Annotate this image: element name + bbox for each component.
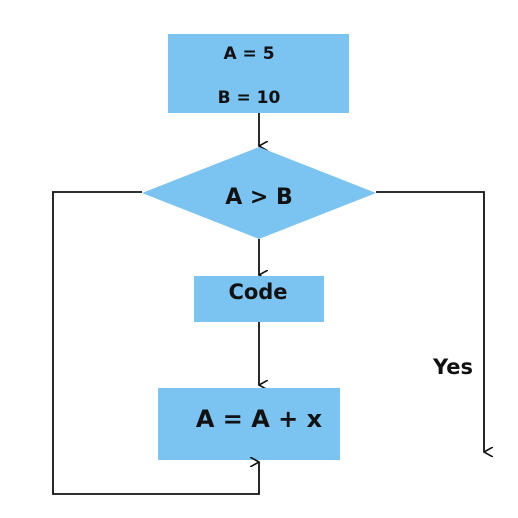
init-line-b: B = 10 [218,88,281,108]
init-line-a: A = 5 [223,44,274,64]
code-box [194,276,324,322]
init-box [168,34,349,113]
loop-back-connector [52,191,259,495]
update-label: A = A + x [196,405,323,433]
condition-diamond [142,147,376,239]
update-box [158,388,340,460]
condition-label: A > B [225,185,293,210]
yes-label: Yes [432,355,473,379]
yes-branch-connector [376,191,484,452]
code-label: Code [228,280,287,304]
